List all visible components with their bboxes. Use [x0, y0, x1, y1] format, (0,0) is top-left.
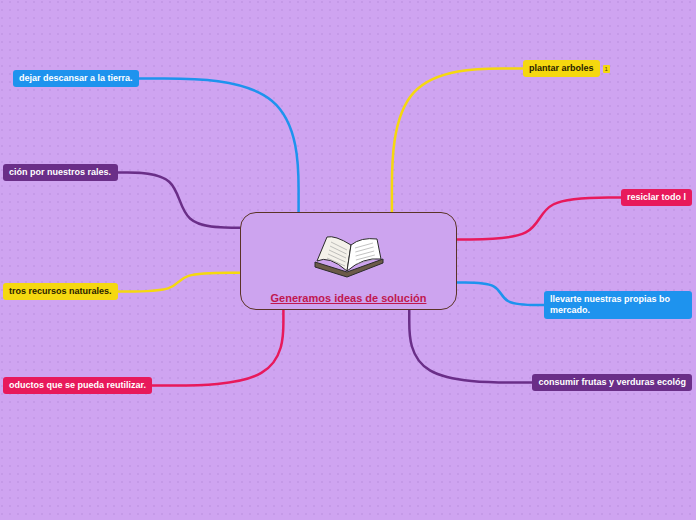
branch-topic: dejar descansar a la tierra. — [13, 70, 139, 87]
central-title: Generamos ideas de solución — [241, 292, 456, 305]
branch-text: resiclar todo l — [627, 192, 686, 203]
branch-topic: llevarte nuestras propias bo mercado. — [544, 291, 692, 319]
branch-connector — [117, 173, 242, 228]
branch-topic: oductos que se pueda reutilizar. — [3, 377, 152, 394]
branch-text: plantar arboles — [529, 63, 594, 74]
branch-topic: resiclar todo l — [621, 189, 692, 206]
branch-connector — [409, 310, 533, 383]
branch-text: llevarte nuestras propias bo mercado. — [550, 294, 686, 316]
branch-text: ción por nuestros rales. — [9, 167, 112, 178]
branch-topic: tros recursos naturales. — [3, 283, 118, 300]
branch-text: consumir frutas y verduras ecológ — [538, 377, 686, 388]
book-icon — [311, 231, 387, 281]
branch-topic: ción por nuestros rales. — [3, 164, 118, 181]
branch-text: tros recursos naturales. — [9, 286, 112, 297]
branch-text: oductos que se pueda reutilizar. — [9, 380, 146, 391]
branch-connector — [457, 283, 545, 305]
central-topic: Generamos ideas de solución — [240, 212, 457, 310]
note-count: 1 — [603, 65, 610, 73]
branch-connector — [151, 310, 283, 386]
branch-topic: plantar arboles — [523, 60, 600, 77]
branch-topic: consumir frutas y verduras ecológ — [532, 374, 692, 391]
branch-text: dejar descansar a la tierra. — [19, 73, 133, 84]
branch-connector — [392, 69, 524, 213]
branch-connector — [457, 198, 622, 240]
branch-connector — [138, 79, 299, 213]
branch-connector — [117, 273, 240, 292]
